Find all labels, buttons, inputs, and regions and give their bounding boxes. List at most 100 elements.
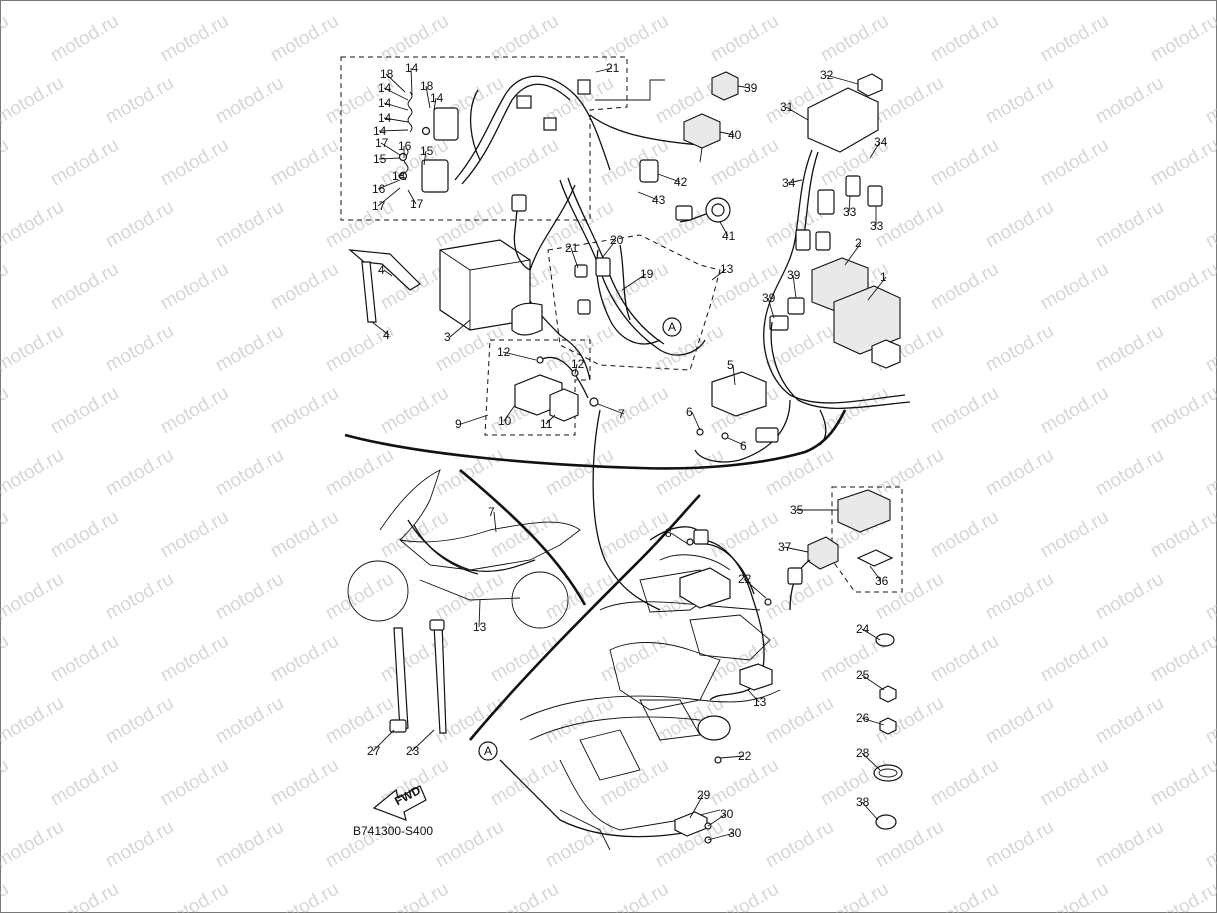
leader-line-c18a xyxy=(385,73,406,93)
callout-c17a: 17 xyxy=(375,136,389,150)
watermark-text: motod.ru xyxy=(47,755,122,811)
leader-line-c34a xyxy=(869,141,881,159)
watermark-text: motod.ru xyxy=(0,321,67,377)
leader-line-c7b xyxy=(493,511,497,533)
watermark-text: motod.ru xyxy=(322,569,397,625)
callout-c8: 8 xyxy=(665,526,672,540)
callout-c43: 43 xyxy=(652,193,666,207)
watermark-text: motod.ru xyxy=(432,817,507,873)
callout-c15a: 15 xyxy=(373,152,387,166)
watermark-text: motod.ru xyxy=(1037,631,1112,687)
leader-line-c4a xyxy=(383,269,393,277)
watermark-text: motod.ru xyxy=(102,321,177,377)
bike-silhouette xyxy=(347,469,587,629)
callout-c34b: 34 xyxy=(782,176,796,190)
callout-c6b: 6 xyxy=(740,439,747,453)
leader-line-c2 xyxy=(844,242,862,266)
leader-line-c14a xyxy=(410,67,413,96)
leader-line-c22a xyxy=(743,578,767,599)
leader-line-c20 xyxy=(601,239,617,259)
callout-c14g: 14 xyxy=(392,169,406,183)
leader-line-c1 xyxy=(867,276,887,301)
watermark-text: motod.ru xyxy=(267,755,342,811)
watermark-text: motod.ru xyxy=(0,879,12,913)
callout-c12a: 12 xyxy=(497,345,511,359)
watermark-text: motod.ru xyxy=(377,383,452,439)
callout-c18b: 18 xyxy=(420,79,434,93)
callout-c27: 27 xyxy=(367,744,381,758)
leader-line-c39c xyxy=(767,297,775,319)
watermark-text: motod.ru xyxy=(487,507,562,563)
watermark-text: motod.ru xyxy=(0,817,67,873)
regulator-group-box xyxy=(484,339,591,436)
leader-line-c12b xyxy=(574,363,578,375)
leader-line-c16b xyxy=(377,179,401,190)
watermark-text: motod.ru xyxy=(872,445,947,501)
ref-marker-a-upper: A xyxy=(662,317,682,337)
watermark-text: motod.ru xyxy=(0,73,67,129)
sub-harness-box xyxy=(547,234,721,371)
callout-c18a: 18 xyxy=(380,67,394,81)
callout-c23: 23 xyxy=(406,744,420,758)
watermark-text: motod.ru xyxy=(1037,259,1112,315)
watermark-text: motod.ru xyxy=(817,879,892,913)
leader-line-c19 xyxy=(621,273,647,291)
watermark-text: motod.ru xyxy=(102,197,177,253)
watermark-text: motod.ru xyxy=(102,445,177,501)
watermark-text: motod.ru xyxy=(982,321,1057,377)
callout-c14e: 14 xyxy=(373,124,387,138)
watermark-text: motod.ru xyxy=(707,11,782,67)
watermark-text: motod.ru xyxy=(1202,569,1217,625)
leader-line-c7a xyxy=(597,403,625,415)
watermark-text: motod.ru xyxy=(982,569,1057,625)
watermark-text: motod.ru xyxy=(652,445,727,501)
callout-c13b: 13 xyxy=(473,620,487,634)
leader-line-c14c xyxy=(383,102,409,111)
watermark-text: motod.ru xyxy=(212,569,287,625)
watermark-text: motod.ru xyxy=(102,817,177,873)
watermark-text: motod.ru xyxy=(267,259,342,315)
callout-c11: 11 xyxy=(540,417,553,431)
watermark-text: motod.ru xyxy=(1092,569,1167,625)
watermark-text: motod.ru xyxy=(927,259,1002,315)
watermark-text: motod.ru xyxy=(267,879,342,913)
watermark-text: motod.ru xyxy=(817,755,892,811)
watermark-text: motod.ru xyxy=(597,383,672,439)
leader-line-c4b xyxy=(371,321,390,336)
watermark-text: motod.ru xyxy=(0,197,67,253)
leader-line-c29 xyxy=(689,794,704,819)
leader-line-c13c xyxy=(747,689,760,703)
leader-line-c21b xyxy=(570,247,579,269)
callout-c17c: 17 xyxy=(410,197,424,211)
callout-c9: 9 xyxy=(455,417,462,431)
watermark-text: motod.ru xyxy=(597,11,672,67)
watermark-text: motod.ru xyxy=(0,755,12,811)
watermark-text: motod.ru xyxy=(1092,73,1167,129)
svg-text:A: A xyxy=(484,744,492,758)
ref-marker-a-lower: A xyxy=(478,741,498,761)
watermark-text: motod.ru xyxy=(157,755,232,811)
callout-c30b: 30 xyxy=(728,826,742,840)
leader-line-c31 xyxy=(785,106,809,121)
watermark-text: motod.ru xyxy=(0,507,12,563)
leader-line-c6a xyxy=(691,411,701,431)
callout-c17b: 17 xyxy=(372,199,386,213)
callout-c22b: 22 xyxy=(738,749,752,763)
watermark-text: motod.ru xyxy=(1147,259,1217,315)
watermark-text: motod.ru xyxy=(212,197,287,253)
watermark-text: motod.ru xyxy=(542,817,617,873)
callout-c26: 26 xyxy=(856,711,870,725)
watermark-text: motod.ru xyxy=(157,631,232,687)
watermark-text: motod.ru xyxy=(542,445,617,501)
battery-area xyxy=(348,194,543,336)
sensor-parts xyxy=(787,489,894,611)
watermark-text: motod.ru xyxy=(982,817,1057,873)
leader-line-c15a xyxy=(378,157,401,160)
callout-c6a: 6 xyxy=(686,405,693,419)
leader-line-c5 xyxy=(732,364,736,386)
callout-c38: 38 xyxy=(856,795,870,809)
watermark-text: motod.ru xyxy=(1147,507,1217,563)
leader-line-c30b xyxy=(707,832,735,841)
watermark-text: motod.ru xyxy=(377,879,452,913)
leader-line-c8 xyxy=(670,532,689,545)
